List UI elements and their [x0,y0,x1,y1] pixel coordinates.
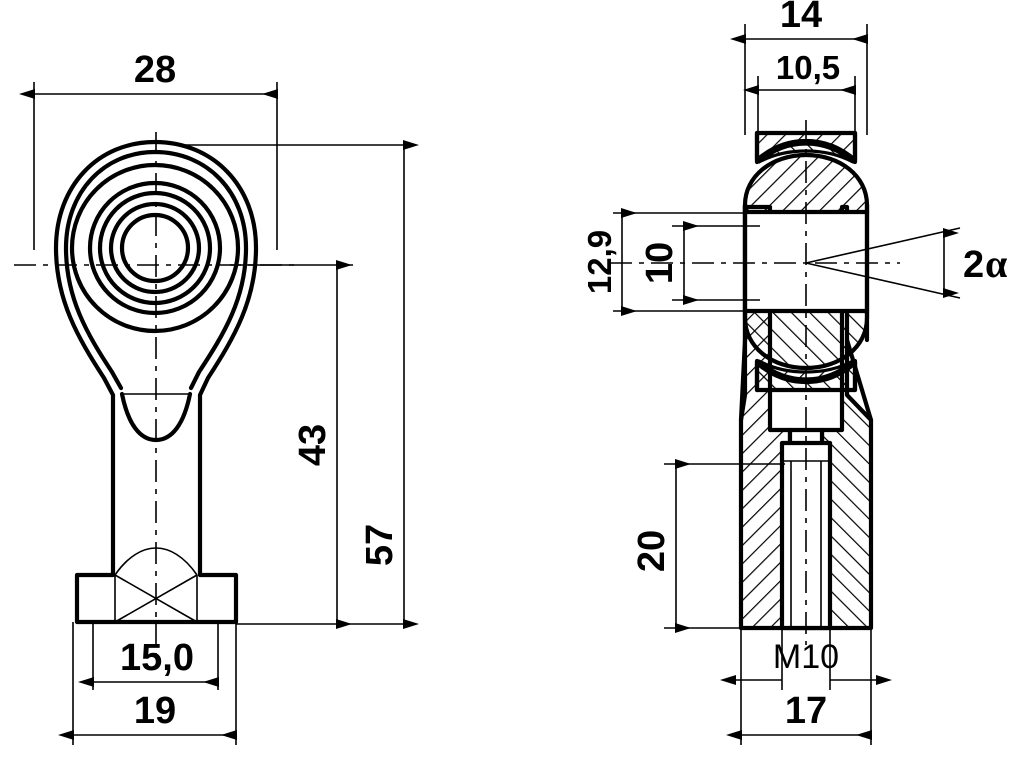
dim-angle-group: 2 α [805,227,1007,299]
front-outer-race-circle [69,162,241,334]
dim-17-label: 17 [785,690,827,732]
dim-15-label: 15,0 [120,637,194,679]
dim-28-group: 28 [19,49,278,250]
side-shoulder-left [738,337,748,423]
front-ball-outer-circle [97,190,213,306]
angle-leader-upper [805,227,961,264]
dim-129-label: 12,9 [581,230,618,294]
dim-129-group: 12,9 [581,208,760,316]
thread-note-group: M10 [720,628,892,690]
side-section-view-group: 14 10,5 12,9 10 20 [581,0,1007,745]
dim-19-label: 19 [134,690,176,732]
dim-105-group: 10,5 [743,49,856,140]
dim-17-group: 17 [726,628,872,745]
side-thread-bore-shaft [779,440,833,631]
front-race-inner-circle [87,180,223,316]
dim-43-group: 43 [230,260,353,629]
dim-20-label: 20 [631,530,673,572]
thread-m10-label: M10 [773,638,839,676]
front-bore-circle [119,212,191,284]
angle-number-label: 2 [963,244,984,286]
angle-alpha-symbol: α [985,241,1007,286]
dim-14-label: 14 [780,0,822,36]
front-head-inner-contour-right [152,149,249,391]
front-ball-inner-circle [108,201,202,295]
dim-14-group: 14 [730,0,868,135]
dim-15-group: 15,0 [78,622,219,690]
side-ball-upper-hatched [742,152,870,216]
front-view-group: 28 43 57 15,0 19 [14,49,419,745]
dim-28-label: 28 [134,49,176,91]
front-hex-collar-detail [114,547,198,623]
dim-10-label: 10 [639,242,681,284]
dim-43-label: 43 [292,424,334,466]
front-head-inner-contour [63,149,158,391]
dim-19-group: 19 [58,622,237,745]
dim-105-label: 10,5 [776,49,840,86]
dim-57-group: 57 [178,140,419,629]
dim-20-group: 20 [631,459,785,633]
angle-leader-lower [805,262,961,299]
dim-57-label: 57 [359,524,401,566]
dim-10-group: 10 [639,221,760,305]
